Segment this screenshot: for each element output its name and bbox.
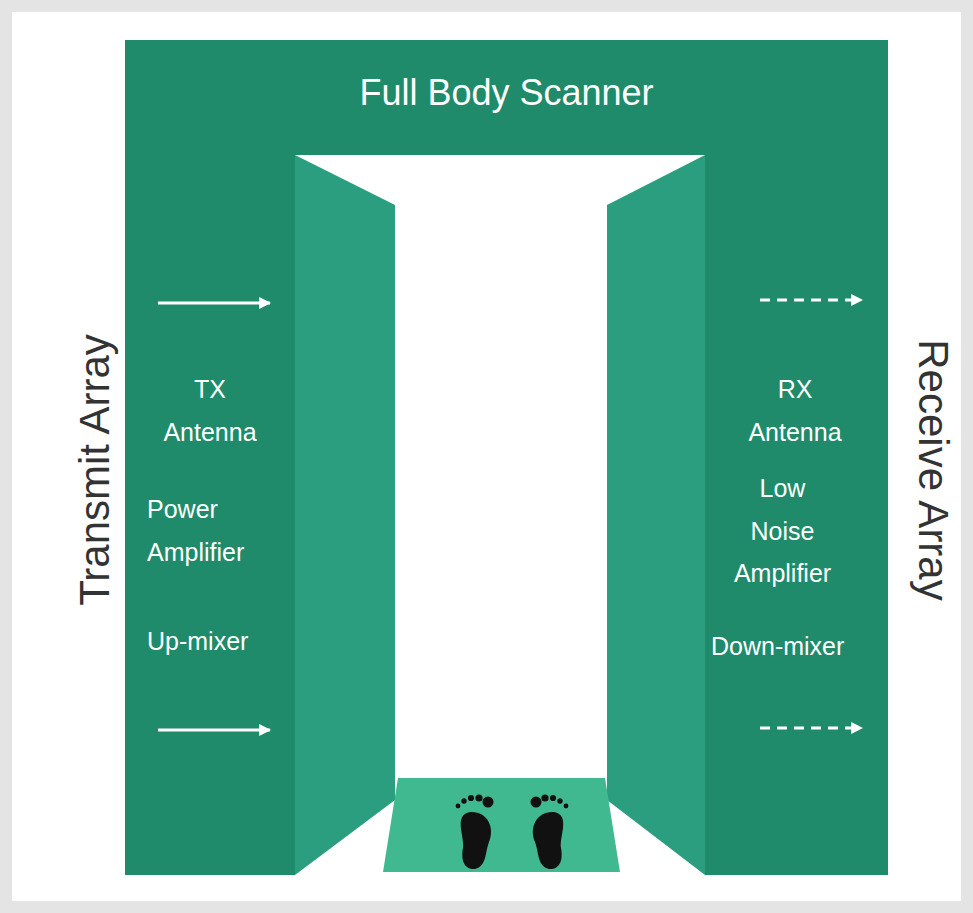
text-slot: Power Amplifier bbox=[147, 488, 277, 573]
array-label: Transmit Array bbox=[70, 334, 120, 605]
receive-arrow bbox=[760, 299, 862, 302]
component-label: RX Antenna bbox=[735, 368, 855, 453]
text-slot: TX Antenna bbox=[150, 368, 270, 453]
component-label: Power Amplifier bbox=[147, 488, 277, 573]
component-label: Up-mixer bbox=[147, 620, 287, 663]
transmit-arrow bbox=[158, 729, 270, 732]
text-slot: Down-mixer bbox=[711, 625, 883, 668]
right-pillar-side bbox=[607, 155, 705, 875]
scanner-title: Full Body Scanner bbox=[125, 62, 888, 123]
text-slot: Up-mixer bbox=[147, 620, 287, 663]
floor-mat bbox=[383, 778, 620, 872]
text-slot: Receive Array bbox=[908, 339, 958, 600]
text-slot: Full Body Scanner bbox=[125, 62, 888, 123]
text-slot: RX Antenna bbox=[735, 368, 855, 453]
scanner-top-bar: Full Body Scanner bbox=[125, 40, 888, 155]
transmit-pillar: Transmit ArrayTX AntennaPower AmplifierU… bbox=[125, 155, 295, 875]
left-footprint bbox=[456, 794, 494, 869]
component-label: TX Antenna bbox=[150, 368, 270, 453]
text-slot: Transmit Array bbox=[70, 334, 120, 605]
component-label: Down-mixer bbox=[711, 625, 883, 668]
receive-arrow bbox=[760, 727, 862, 730]
receive-pillar: Receive ArrayRX AntennaLow Noise Amplifi… bbox=[705, 155, 888, 875]
array-label: Receive Array bbox=[908, 339, 958, 600]
transmit-arrow bbox=[158, 302, 270, 305]
left-pillar-side bbox=[295, 155, 395, 875]
right-footprint bbox=[531, 794, 569, 869]
component-label: Low Noise Amplifier bbox=[725, 467, 840, 595]
text-slot: Low Noise Amplifier bbox=[725, 467, 840, 595]
